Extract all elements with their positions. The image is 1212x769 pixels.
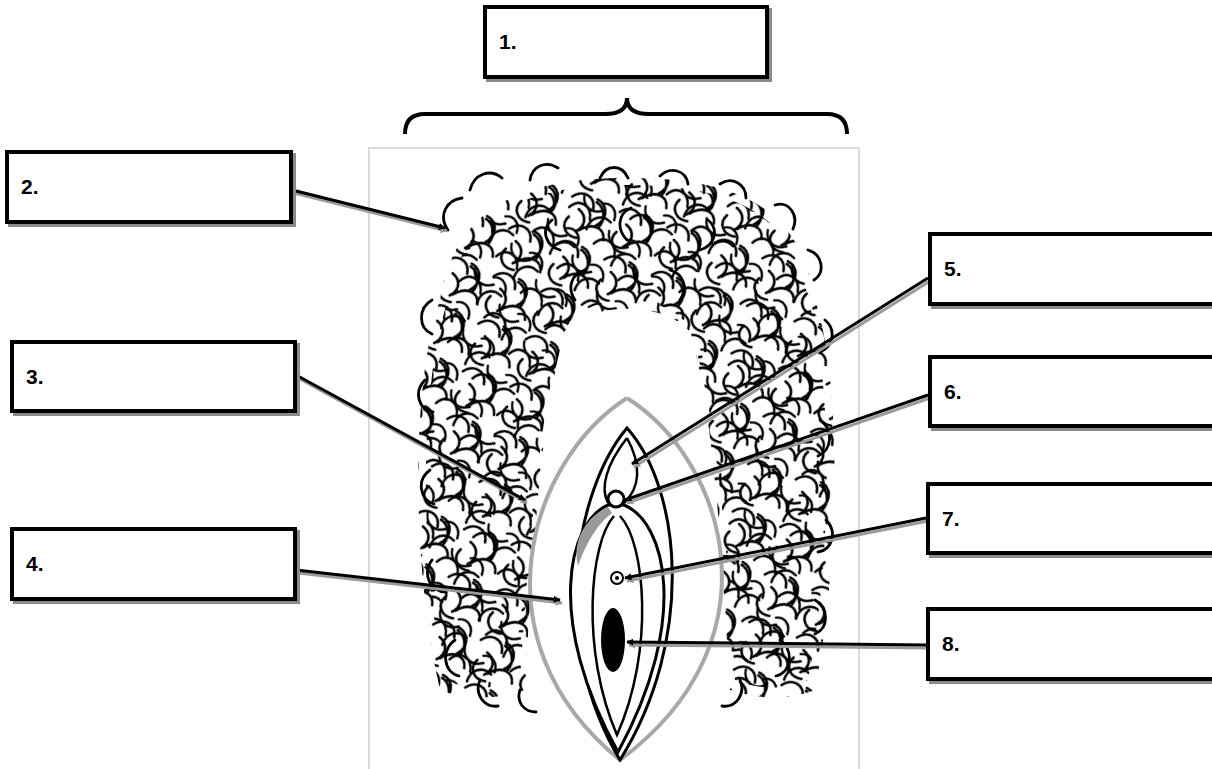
label-box: 3. [10,340,297,413]
callout-number: 3. [14,365,44,389]
label-box: 2. [5,150,293,224]
callout-number: 7. [930,507,960,531]
label-box: 5. [928,232,1212,306]
label-box: 4. [10,527,297,601]
callout-number: 5. [932,257,962,281]
label-box: 1. [483,5,769,79]
brace [405,98,847,134]
callout-number: 8. [930,632,960,656]
callout-number: 2. [9,175,39,199]
leader-lines [292,190,930,648]
callout-number: 6. [932,380,962,404]
label-box: 8. [926,607,1212,681]
callout-number: 1. [487,30,517,54]
label-box: 7. [926,482,1212,555]
callout-number: 4. [14,552,44,576]
label-box: 6. [928,355,1212,428]
